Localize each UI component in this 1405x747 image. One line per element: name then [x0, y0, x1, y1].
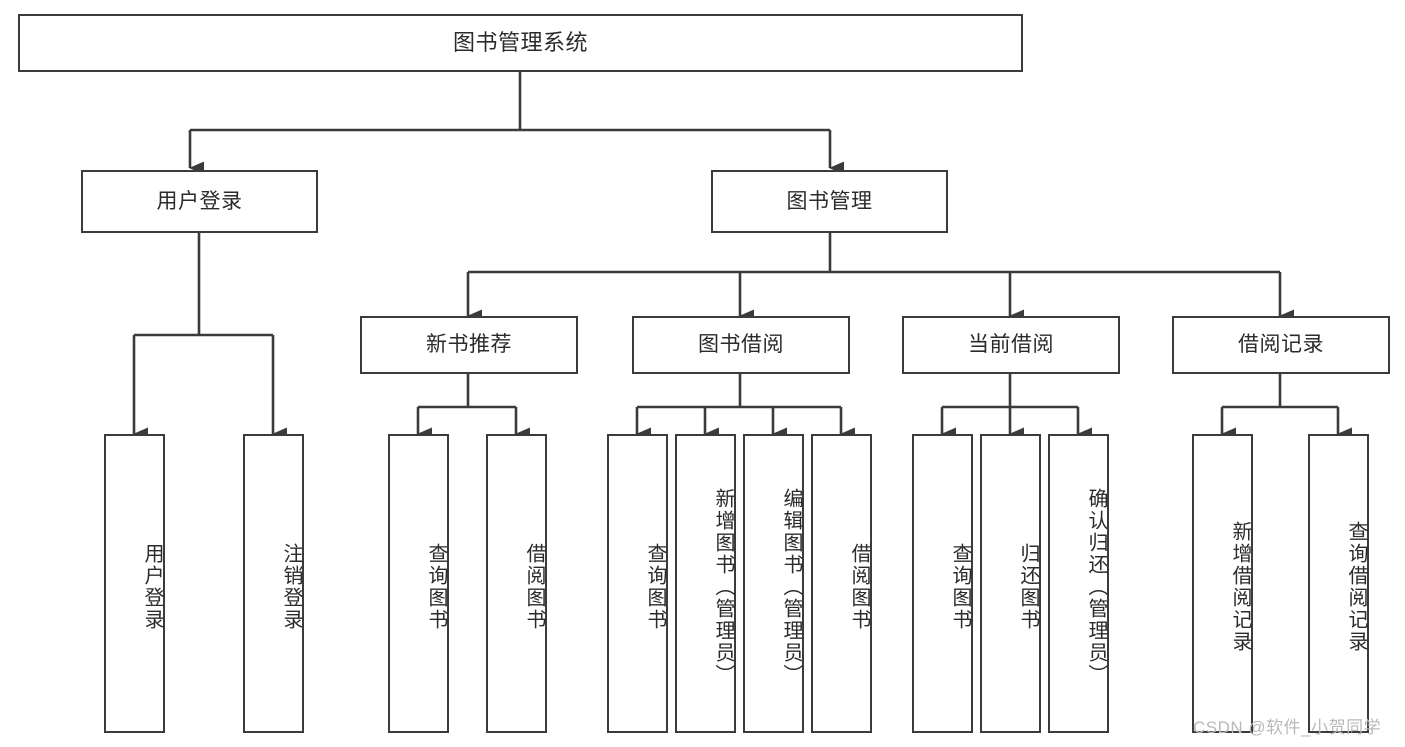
node-leaf-query-book-a[interactable]: 查询图书: [388, 434, 449, 733]
node-root-system-label: 图书管理系统: [452, 29, 588, 55]
node-leaf-edit-book[interactable]: 编辑图书（管理员）: [743, 434, 804, 733]
node-leaf-borrow-book-b[interactable]: 借阅图书: [811, 434, 872, 733]
node-leaf-query-book-b[interactable]: 查询图书: [607, 434, 668, 733]
node-leaf-borrow-book-a-label: 借阅图书: [523, 542, 545, 631]
node-leaf-add-book-label: 新增图书（管理员）: [712, 487, 734, 686]
node-leaf-add-record[interactable]: 新增借阅记录: [1192, 434, 1253, 733]
node-current-borrow-label: 当前借阅: [968, 333, 1054, 357]
node-borrow-record-label: 借阅记录: [1238, 333, 1324, 357]
node-book-manage[interactable]: 图书管理: [711, 170, 948, 233]
node-new-book-recommend[interactable]: 新书推荐: [360, 316, 578, 374]
node-leaf-borrow-book-b-label: 借阅图书: [848, 542, 870, 631]
node-user-login[interactable]: 用户登录: [81, 170, 318, 233]
node-leaf-query-book-c-label: 查询图书: [949, 542, 971, 631]
node-leaf-query-record-label: 查询借阅记录: [1345, 520, 1367, 653]
node-leaf-return-book[interactable]: 归还图书: [980, 434, 1041, 733]
node-leaf-confirm-return[interactable]: 确认归还（管理员）: [1048, 434, 1109, 733]
node-leaf-edit-book-label: 编辑图书（管理员）: [780, 487, 802, 686]
node-user-login-label: 用户登录: [156, 189, 243, 213]
node-leaf-query-book-b-label: 查询图书: [644, 542, 666, 631]
node-leaf-query-book-a-label: 查询图书: [425, 542, 447, 631]
node-leaf-query-book-c[interactable]: 查询图书: [912, 434, 973, 733]
node-book-borrow-label: 图书借阅: [698, 333, 784, 357]
watermark: CSDN @软件_小贺同学: [1193, 718, 1382, 737]
node-leaf-user-login-label: 用户登录: [141, 542, 163, 631]
node-book-borrow[interactable]: 图书借阅: [632, 316, 850, 374]
node-borrow-record[interactable]: 借阅记录: [1172, 316, 1390, 374]
node-leaf-confirm-return-label: 确认归还（管理员）: [1085, 487, 1107, 686]
node-leaf-logout[interactable]: 注销登录: [243, 434, 304, 733]
node-leaf-return-book-label: 归还图书: [1017, 542, 1039, 631]
node-leaf-add-book[interactable]: 新增图书（管理员）: [675, 434, 736, 733]
node-leaf-logout-label: 注销登录: [280, 542, 302, 631]
node-leaf-query-record[interactable]: 查询借阅记录: [1308, 434, 1369, 733]
node-leaf-user-login[interactable]: 用户登录: [104, 434, 165, 733]
node-new-book-recommend-label: 新书推荐: [426, 333, 512, 357]
node-book-manage-label: 图书管理: [786, 189, 873, 213]
node-current-borrow[interactable]: 当前借阅: [902, 316, 1120, 374]
node-leaf-add-record-label: 新增借阅记录: [1229, 520, 1251, 653]
node-root-system[interactable]: 图书管理系统: [18, 14, 1023, 72]
node-leaf-borrow-book-a[interactable]: 借阅图书: [486, 434, 547, 733]
